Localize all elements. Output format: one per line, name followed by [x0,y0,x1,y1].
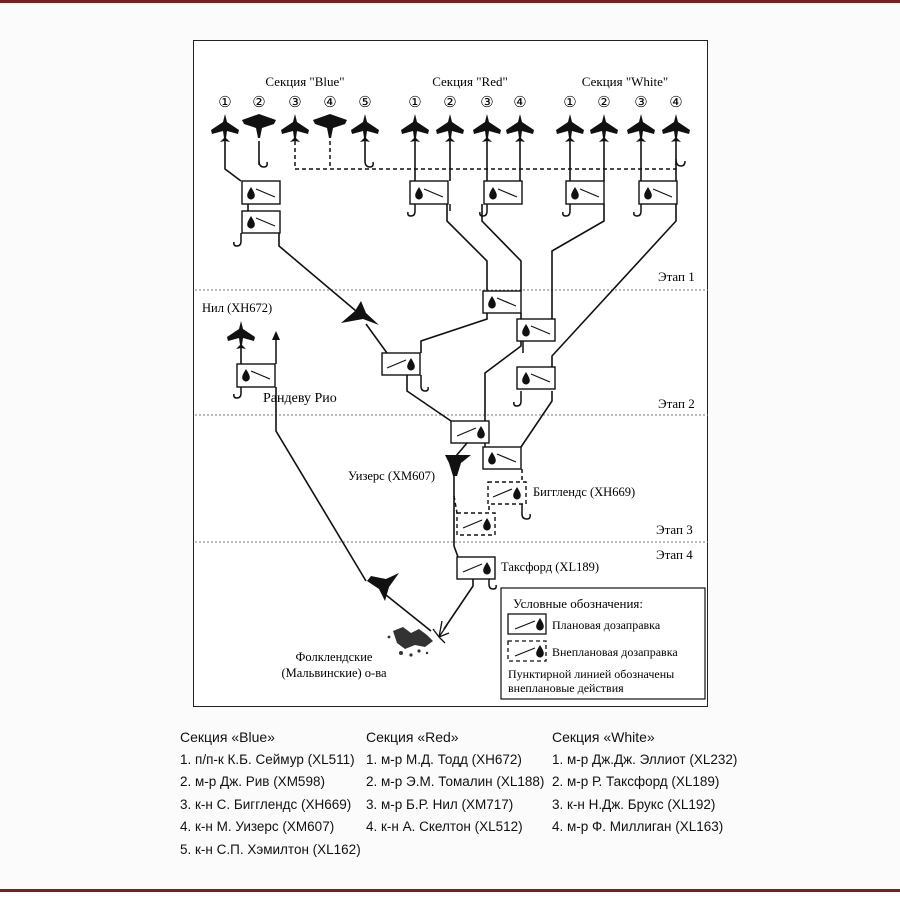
stage-label-3: Этап 3 [656,522,693,537]
crew-list-title: Секция «White» [552,729,655,745]
number-red-1: ① [408,95,421,111]
number-white-1: ① [563,95,576,111]
number-blue-4: ④ [323,95,336,111]
legend-planned-label: Плановая дозаправка [552,618,661,632]
crew-item: 4. к-н А. Скелтон (XL512) [366,819,523,834]
crew-list-title: Секция «Blue» [180,729,275,745]
top-accent-bar [0,0,900,3]
number-red-2: ② [443,95,456,111]
number-white-4: ④ [669,95,682,111]
label-withers: Уизерс (XM607) [348,469,435,483]
legend-note-2: внеплановые действия [508,681,624,695]
refuel-glyphs [242,187,673,575]
section-title-red: Секция "Red" [432,74,508,89]
legend: Условные обозначения: Плановая дозаправк… [500,587,706,700]
legend-title: Условные обозначения: [513,596,643,611]
stage-lines [195,289,708,543]
crew-list-red: Секция «Red» 1. м-р М.Д. Тодд (XH672) 2.… [366,726,544,839]
aircraft-row [211,114,690,142]
victor-icon [590,114,618,142]
crew-item: 1. п/п-к К.Б. Сеймур (XL511) [180,751,355,767]
crew-item: 2. м-р Р. Таксфорд (XL189) [552,774,720,789]
label-falklands-sub: (Мальвинские) о-ва [282,666,387,680]
label-falklands: Фолклендские [296,650,373,664]
victor-icon [227,321,255,349]
label-biglands: Бигглендс (XH669) [533,485,635,499]
number-blue-5: ⑤ [358,95,371,111]
victor-icon [556,114,584,142]
number-blue-1: ① [218,95,231,111]
number-red-4: ④ [513,95,526,111]
crew-item: 2. м-р Дж. Рив (XM598) [180,774,325,789]
legend-note-1: Пунктирной линией обозначены [508,667,674,681]
crew-list-blue: Секция «Blue» 1. п/п-к К.Б. Сеймур (XL51… [180,726,361,861]
vulcan-en-route [341,301,471,601]
number-white-3: ③ [634,95,647,111]
crew-item: 1. м-р М.Д. Тодд (XH672) [366,751,522,767]
crew-item: 4. к-н М. Уизерс (XM607) [180,819,335,834]
crew-item: 2. м-р Э.М. Томалин (XL188) [366,774,545,789]
number-white-2: ② [597,95,610,111]
victor-icon [211,114,239,142]
victor-icon [401,114,429,142]
crew-item: 3. м-р Б.Р. Нил (XM717) [366,796,514,812]
section-title-blue: Секция "Blue" [265,74,344,89]
crew-item: 5. к-н С.П. Хэмилтон (XL162) [180,841,361,857]
diagram-canvas: Секция "Blue" Секция "Red" Секция "White… [195,74,708,700]
stage-label-1: Этап 1 [658,269,695,284]
return-hooks [233,158,686,590]
bottom-accent-bar [0,889,900,900]
victor-icon [473,114,501,142]
label-taxford: Таксфорд (XL189) [501,560,599,574]
number-red-3: ③ [480,95,493,111]
victor-icon [506,114,534,142]
label-rendezvous: Рандеву Рио [263,391,337,406]
crew-list-white: Секция «White» 1. м-р Дж.Дж. Эллиот (XL2… [552,726,737,839]
stage-label-2: Этап 2 [658,396,695,411]
refuelling-diagram: Секция "Blue" Секция "Red" Секция "White… [193,40,708,707]
victor-icon [351,114,379,142]
vulcan-icon [242,114,276,138]
arrow-up-icon [272,331,280,340]
crew-item: 4. м-р Ф. Миллиган (XL163) [552,819,724,834]
crew-item: 3. к-н Н.Дж. Брукс (XL192) [552,796,716,812]
falklands-islands-icon [387,627,433,657]
flight-tracks [224,141,677,632]
explosion-icon [432,620,450,644]
crew-item: 3. к-н С. Бигглендс (XH669) [180,796,352,812]
crew-item: 1. м-р Дж.Дж. Эллиот (XL232) [552,751,738,767]
aircraft-numbers: ① ② ③ ④ ⑤ ① ② ③ ④ ① ② ③ ④ [218,95,682,111]
stage-label-4: Этап 4 [656,547,693,562]
legend-unplanned-label: Внеплановая дозаправка [552,645,678,659]
victor-icon [436,114,464,142]
number-blue-3: ③ [288,95,301,111]
victor-icon [662,114,690,142]
stage-labels: Этап 1 Этап 2 Этап 3 Этап 4 [656,269,695,562]
section-title-white: Секция "White" [582,74,668,89]
label-nil: Нил (XH672) [202,301,272,315]
number-blue-2: ② [252,95,265,111]
crew-list-title: Секция «Red» [366,729,459,745]
vulcan-icon [313,114,347,138]
victor-icon [281,114,309,142]
victor-icon [627,114,655,142]
